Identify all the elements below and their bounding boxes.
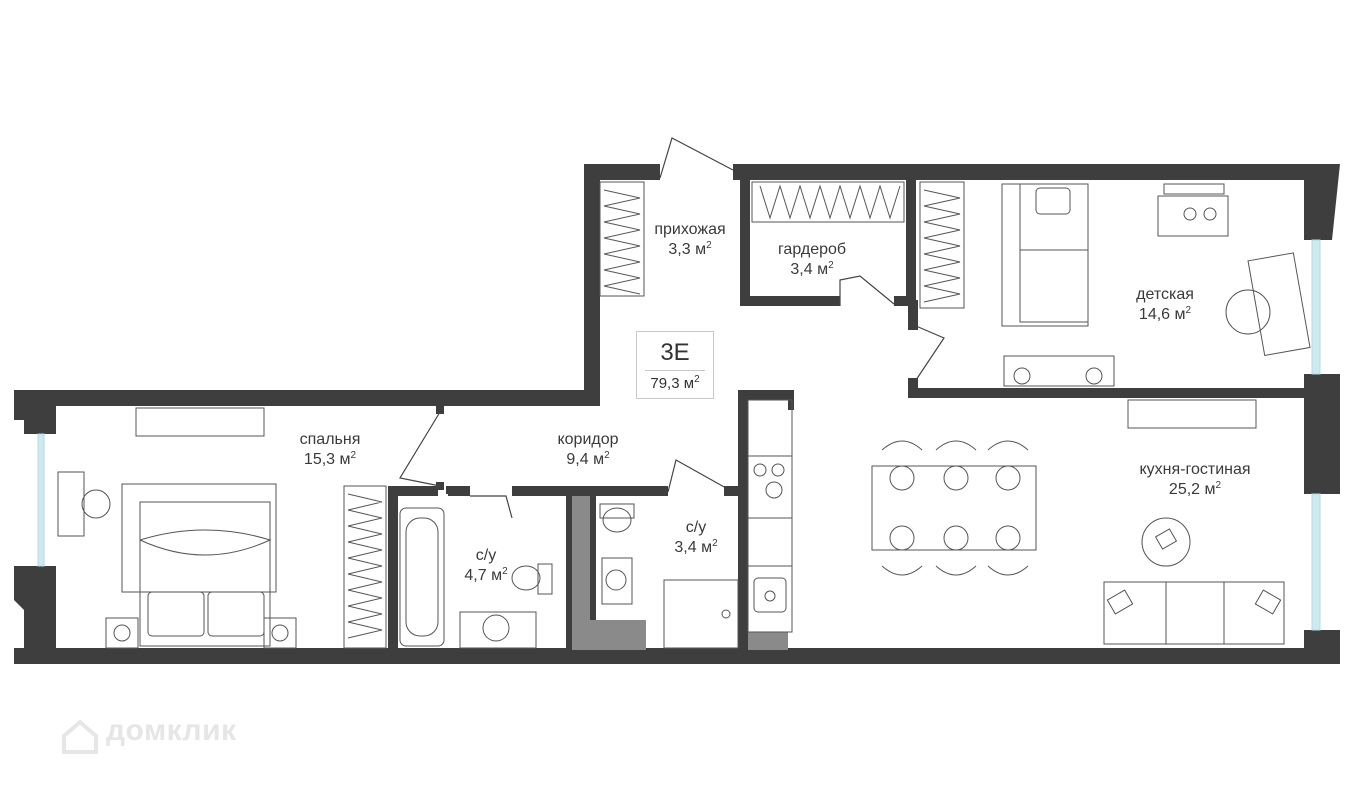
room-name: спальня	[299, 431, 361, 448]
room-area: 9,4 м	[566, 451, 605, 468]
room-name: коридор	[557, 431, 619, 448]
sink-1	[459, 611, 537, 649]
bedroom-wardrobe	[343, 485, 387, 649]
room-area: 4,7 м	[464, 567, 503, 584]
room-label-bedroom: спальня 15,3 м2	[299, 431, 361, 468]
coffee-table	[1141, 517, 1191, 567]
kitchen-counter	[747, 399, 793, 633]
room-name: гардероб	[777, 241, 847, 258]
toilet-2	[599, 503, 635, 533]
bedroom-desk	[57, 471, 111, 537]
doors	[399, 137, 945, 519]
room-name: кухня-гостиная	[1139, 461, 1251, 478]
room-label-kids-room: детская 14,6 м2	[1136, 286, 1194, 323]
windows	[37, 239, 1321, 631]
room-label-corridor: коридор 9,4 м2	[557, 431, 619, 468]
kids-dresser	[1003, 355, 1115, 387]
room-name: детская	[1136, 286, 1194, 303]
watermark: домклик	[106, 714, 237, 748]
room-label-bathroom-1: с/у 4,7 м2	[464, 547, 508, 584]
room-label-kitchen-living: кухня-гостиная 25,2 м2	[1139, 461, 1251, 498]
room-label-wardrobe: гардероб 3,4 м2	[777, 241, 847, 278]
dining-table	[871, 440, 1037, 576]
room-label-bathroom-2: с/у 3,4 м2	[674, 519, 718, 556]
nightstands	[105, 617, 297, 649]
plan-code: 3E	[660, 339, 690, 366]
hallway-wardrobe	[599, 181, 645, 297]
room-area: 25,2 м	[1168, 481, 1216, 498]
shafts	[572, 496, 788, 650]
kids-bed	[1001, 183, 1089, 327]
room-label-hallway: прихожая 3,3 м2	[654, 221, 726, 258]
room-area: 14,6 м	[1138, 306, 1186, 323]
watermark-text: домклик	[106, 714, 237, 747]
room-area: 3,4 м	[674, 539, 713, 556]
sink-2	[601, 557, 633, 605]
sofa	[1103, 581, 1285, 645]
room-area: 3,4 м	[790, 261, 829, 278]
room-area: 15,3 м	[303, 451, 351, 468]
kids-wardrobe	[919, 181, 965, 309]
room-name: с/у	[685, 519, 707, 536]
tv-unit	[135, 399, 1257, 437]
toilet-1	[511, 563, 553, 595]
total-area: 79,3 м	[650, 375, 695, 392]
furniture	[57, 181, 1311, 649]
room-name: с/у	[475, 547, 497, 564]
shower	[663, 579, 739, 649]
house-logo-icon	[62, 719, 98, 754]
bathtub	[399, 507, 445, 647]
closet-rails	[751, 181, 905, 223]
plan-badge: 3E 79,3 м2	[636, 331, 714, 399]
double-bed	[121, 483, 277, 647]
room-area: 3,3 м	[668, 241, 707, 258]
room-name: прихожая	[654, 221, 726, 238]
badge-divider	[645, 370, 705, 371]
kids-desk	[1157, 183, 1311, 357]
